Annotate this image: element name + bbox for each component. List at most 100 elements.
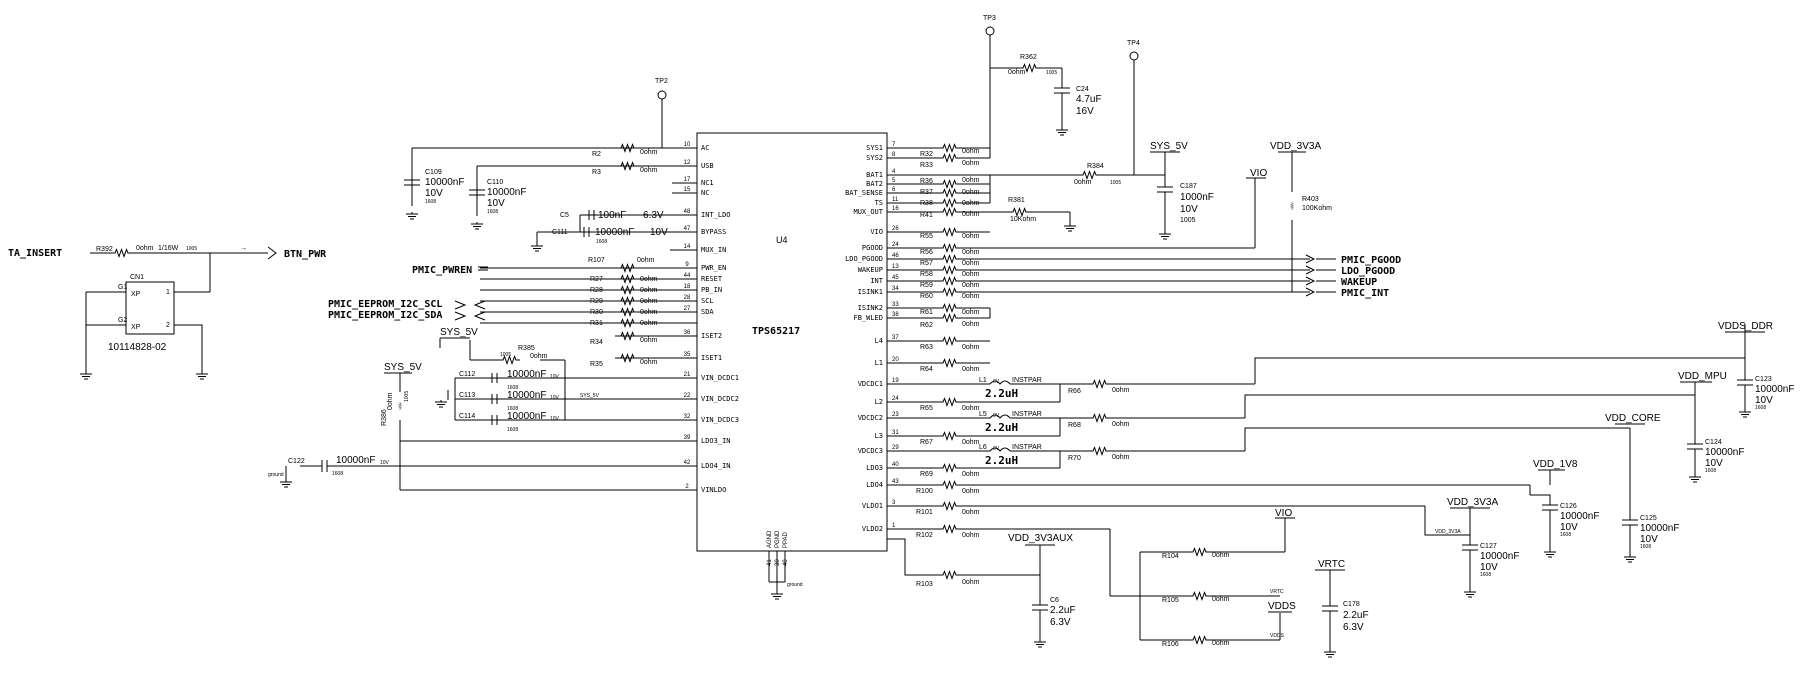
ground-icon (279, 479, 293, 488)
c111-v1: 10000nF (595, 227, 634, 238)
r33-ref: R33 (920, 162, 933, 169)
ic-pin-name: BYPASS (701, 228, 726, 236)
c109-v1: 10000nF (425, 177, 464, 188)
vdds-small: VDDS (1270, 633, 1285, 639)
cn1-xp1: XP (131, 291, 141, 298)
resistor-r105 (1189, 592, 1211, 600)
r386-size: 1005 (404, 391, 410, 402)
net-pmic-int: PMIC_INT (1341, 288, 1389, 299)
r106-value: 0ohm (1212, 640, 1230, 647)
ic-pin-number: 47 (684, 226, 691, 232)
r105-ref: R105 (1162, 597, 1179, 604)
c112-size: 1608 (507, 385, 518, 391)
resistor-r67 (939, 432, 961, 440)
r38-ref: R38 (920, 200, 933, 207)
r62-value: 0ohm (962, 321, 980, 328)
resistor-r57 (939, 255, 961, 263)
r2-ref: R2 (592, 151, 601, 158)
r59-ref: R59 (920, 282, 933, 289)
ic-pin-number: 39 (684, 435, 691, 441)
l1-value: 2.2uH (985, 387, 1018, 400)
connector-section: TA_INSERT R392 0ohm 1/16W 1005 → BTN_PWR… (8, 245, 327, 380)
resistor-r64 (939, 359, 961, 367)
r37-ref: R37 (920, 189, 933, 196)
ic-ground: ground (768, 551, 803, 600)
r69-value: 0ohm (962, 471, 980, 478)
c24-ref: C24 (1076, 86, 1089, 93)
ground-icon (1738, 409, 1752, 418)
tp3-label: TP3 (983, 15, 996, 22)
cn1-xp2: XP (131, 324, 141, 331)
r27-value: 0ohm (640, 276, 658, 283)
r31-ref: R31 (590, 320, 603, 327)
ic-pin-number: 45 (892, 275, 899, 281)
resistor-r38 (939, 199, 961, 207)
vrtc-label: VRTC (1318, 559, 1345, 570)
ground-icon (434, 399, 448, 408)
c127-v1: 10000nF (1480, 551, 1519, 562)
ground-icon (770, 591, 784, 600)
l6-value: 2.2uH (985, 454, 1018, 467)
c111-size: 1608 (596, 239, 607, 245)
c187-ref: C187 (1180, 183, 1197, 190)
ic-pin-number: 12 (684, 160, 691, 166)
ic-pin-name: LDO_PGOOD (845, 255, 883, 263)
dcdc-section: L1 0V INSTPAR 2.2uH R65 0ohm R66 0ohm L5… (887, 324, 1746, 658)
ground-icon (1063, 223, 1077, 232)
output-rails: VDDS_DDR C123 10000nF 10V 1608 VDD_MPU C… (1447, 321, 1794, 598)
vio-label-top: VIO (1250, 168, 1267, 179)
r30-ref: R30 (590, 309, 603, 316)
c127-ref: C127 (1480, 543, 1497, 550)
ic-pin-name: FB_WLED (853, 314, 883, 322)
c178-ref: C178 (1343, 601, 1360, 608)
c127-v2: 10V (1480, 562, 1498, 573)
ground-icon (1158, 231, 1172, 240)
ic-pin-name: PGOOD (862, 244, 883, 252)
ic-pin-name: SYS1 (866, 144, 883, 152)
c112-v1: 10000nF (507, 369, 546, 380)
testpoint-tp2 (657, 90, 667, 100)
r385-value: 0ohm (530, 353, 548, 360)
testpoint-tp4 (1129, 51, 1139, 61)
ic-pin-number: 43 (892, 479, 899, 485)
r103-ref: R103 (916, 581, 933, 588)
r362-size: 1005 (1046, 70, 1057, 76)
vdd3v3a-bottom: VDD_3V3A (1447, 497, 1498, 508)
ic-pin-number: 18 (684, 284, 691, 290)
ic-pin-name: SYS2 (866, 154, 883, 162)
r100-ref: R100 (916, 488, 933, 495)
c113-ref: C113 (459, 392, 475, 399)
c123-ref: C123 (1755, 376, 1772, 383)
ic-pin-name: L3 (875, 432, 883, 440)
r101-value: 0ohm (962, 509, 980, 516)
r386-value: 0ohm (387, 392, 394, 410)
r384-ref: R384 (1087, 163, 1104, 170)
ic-pin-name: VINLDO (701, 486, 726, 494)
c110-v1: 10000nF (487, 187, 526, 198)
r66-ref: R66 (1068, 388, 1081, 395)
c125-ref: C125 (1640, 515, 1657, 522)
r57-ref: R57 (920, 260, 933, 267)
r33-value: 0ohm (962, 160, 980, 167)
vddcore-label: VDD_CORE (1605, 413, 1661, 424)
c126-v1: 10000nF (1560, 511, 1599, 522)
ic-pin-number: 40 (892, 462, 899, 468)
c124-v1: 10000nF (1705, 447, 1744, 458)
resistor-r65 (939, 398, 961, 406)
testpoint-tp3 (985, 26, 995, 36)
ic-pin-name: BAT_SENSE (845, 189, 883, 197)
resistor-r61 (939, 304, 961, 312)
net-wakeup: WAKEUP (1341, 277, 1377, 288)
ic-pin-number: 37 (892, 335, 899, 341)
ic-pin-number: 28 (684, 295, 691, 301)
ic-pin-name: LDO4 (866, 481, 883, 489)
resistor-r101 (939, 502, 961, 510)
r37-value: 0ohm (962, 189, 980, 196)
r103-value: 0ohm (962, 579, 980, 586)
ic-pin-name: SDA (701, 308, 714, 316)
resistor-r41 (939, 208, 961, 216)
c126-size: 1608 (1560, 532, 1571, 538)
l5-ohm: 0V (993, 413, 1000, 419)
